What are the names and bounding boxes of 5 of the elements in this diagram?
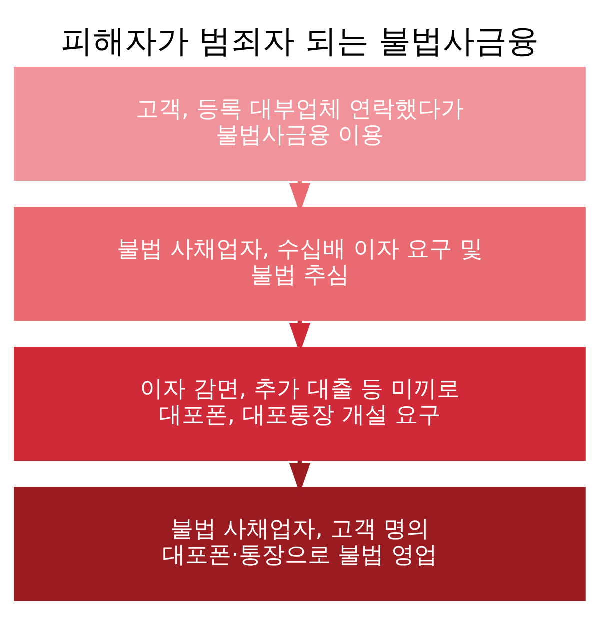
node-box: 고객, 등록 대부업체 연락했다가 불법사금융 이용	[14, 66, 586, 182]
node-box: 불법 사채업자, 고객 명의 대포폰·통장으로 불법 영업	[14, 487, 586, 602]
node-box: 불법 사채업자, 수십배 이자 요구 및 불법 추심	[14, 207, 586, 322]
diagram-title: 피해자가 범죄자 되는 불법사금융	[60, 24, 540, 60]
node-box: 이자 감면, 추가 대출 등 미끼로 대포폰, 대포통장 개설 요구	[14, 347, 586, 462]
